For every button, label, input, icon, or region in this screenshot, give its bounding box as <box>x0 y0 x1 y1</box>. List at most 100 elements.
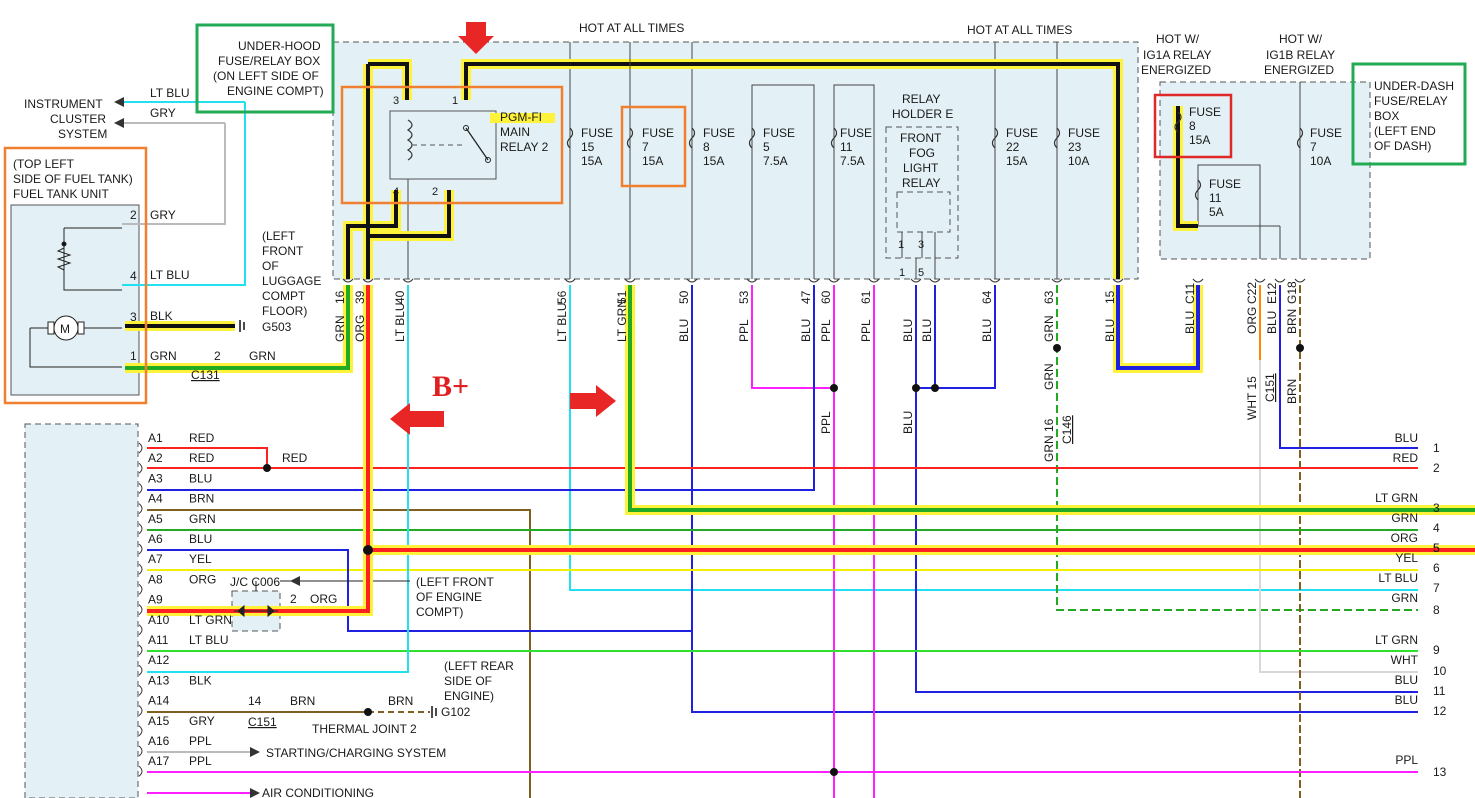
air-conditioning-label: AIR CONDITIONING <box>262 786 374 798</box>
svg-text:4: 4 <box>130 269 137 283</box>
fuse-11-name: FUSE <box>840 126 872 140</box>
fuse-7-amp: 10A <box>1310 154 1331 168</box>
connector-terminal <box>1274 278 1286 283</box>
right-output-number: 8 <box>1433 603 1440 617</box>
left-pin-A12: A12 <box>148 653 170 667</box>
right-output-number: 2 <box>1433 461 1440 475</box>
jc-c006-internal <box>234 581 278 618</box>
fuse-11-number: 11 <box>1209 191 1222 205</box>
left-pin-wire: BLK <box>189 673 212 687</box>
svg-text:3: 3 <box>918 239 924 251</box>
wire-label: GRN <box>1042 363 1056 390</box>
fuse-22-amp: 15A <box>1006 154 1027 168</box>
connector-terminal <box>1112 278 1124 283</box>
left-pin-A15: A15 <box>148 714 170 728</box>
left-pin-A6: A6 <box>148 532 163 546</box>
svg-text:2: 2 <box>130 208 137 222</box>
right-wire-label: LT GRN <box>1375 633 1418 647</box>
connector-pin-E12: E12 <box>1265 282 1279 304</box>
svg-text:GRY: GRY <box>150 208 176 222</box>
left-pin-A3: A3 <box>148 471 163 485</box>
fuse8-frame <box>1153 93 1233 159</box>
connector-pin-G18: G18 <box>1285 281 1299 304</box>
connector-terminal <box>686 278 698 283</box>
svg-text:(LEFT END: (LEFT END <box>1374 124 1436 138</box>
left-pin-wire: YEL <box>189 552 212 566</box>
svg-text:SIDE OF FUEL TANK): SIDE OF FUEL TANK) <box>13 172 133 186</box>
connector-terminal <box>342 278 354 283</box>
connector-terminal <box>138 624 143 636</box>
right-output-number: 5 <box>1433 541 1440 555</box>
connector-terminal <box>402 278 414 283</box>
connector-pin-C11: C11 <box>1183 283 1197 304</box>
connector-terminal <box>138 563 143 575</box>
ig1b-label: HOT W/ <box>1279 32 1323 46</box>
fuse-11-name: FUSE <box>1209 177 1241 191</box>
svg-text:LUGGAGE: LUGGAGE <box>262 274 321 288</box>
svg-text:ORG: ORG <box>310 592 337 606</box>
right-output-number: 10 <box>1433 664 1447 678</box>
left-pin-wire: PPL <box>189 754 212 768</box>
connector-terminal <box>138 483 143 494</box>
svg-text:BRN: BRN <box>388 694 413 708</box>
svg-text:RELAY: RELAY <box>902 176 940 190</box>
wire-label: BLU <box>901 411 915 434</box>
left-rear-engine-label: (LEFT REAR <box>444 659 514 673</box>
fuse-5-amp: 7.5A <box>763 154 788 168</box>
right-output-number: 7 <box>1433 581 1440 595</box>
right-output-number: 4 <box>1433 521 1440 535</box>
wire-label: BRN <box>1285 379 1299 404</box>
svg-text:MAIN: MAIN <box>500 125 530 139</box>
svg-text:IG1A RELAY: IG1A RELAY <box>1143 48 1211 62</box>
right-output-number: 3 <box>1433 501 1440 515</box>
svg-text:(ON LEFT SIDE OF: (ON LEFT SIDE OF <box>213 69 319 83</box>
connector-terminal <box>138 584 143 595</box>
right-wire-label: PPL <box>1395 753 1418 767</box>
svg-text:3: 3 <box>130 310 137 324</box>
svg-text:14: 14 <box>248 694 262 708</box>
left-pin-wire: GRY <box>189 714 215 728</box>
fuse-symbols <box>566 111 1304 201</box>
fuse-22-name: FUSE <box>1006 126 1038 140</box>
right-wire-label: BLU <box>1395 431 1418 445</box>
motor-m-icon: M <box>60 322 70 336</box>
svg-text:FUSE/RELAY: FUSE/RELAY <box>1374 94 1448 108</box>
connector-terminal <box>138 604 143 615</box>
c151-vertical-label: C151 <box>1263 373 1277 402</box>
connector-terminal <box>138 765 143 777</box>
svg-text:2: 2 <box>214 349 221 363</box>
wire-label: BLU <box>1265 311 1279 334</box>
wire-label: LT BLU <box>393 302 407 342</box>
svg-text:CLUSTER: CLUSTER <box>50 112 106 126</box>
connector-terminal <box>138 685 143 696</box>
left-pin-wire: PPL <box>189 734 212 748</box>
wire-label: ORG <box>353 315 367 342</box>
left-pin-wire: GRN <box>189 512 216 526</box>
svg-text:FUEL TANK UNIT: FUEL TANK UNIT <box>13 187 109 201</box>
fuse-8-amp: 15A <box>703 154 724 168</box>
svg-text:OF DASH): OF DASH) <box>1374 139 1431 153</box>
wire-label: PPL <box>819 319 833 342</box>
connector-terminal <box>808 278 820 283</box>
right-wire-label: LT GRN <box>1375 491 1418 505</box>
svg-text:BLK: BLK <box>150 309 173 323</box>
left-front-engine-label: (LEFT FRONT <box>416 575 494 589</box>
hot-label-2: HOT AT ALL TIMES <box>967 23 1072 37</box>
svg-text:OF: OF <box>262 259 279 273</box>
connector-pin-63: 63 <box>1042 290 1056 304</box>
left-pin-A16: A16 <box>148 734 170 748</box>
fuse-labels: FUSE1515AFUSE715AFUSE815AFUSE57.5AFUSE11… <box>581 105 1342 219</box>
junction-dots <box>263 344 1304 776</box>
right-wire-label: WHT <box>1391 653 1419 667</box>
left-pin-wire: BRN <box>189 492 214 506</box>
connector-pin-39: 39 <box>353 290 367 304</box>
wire-label: GRN 16 <box>1042 418 1056 462</box>
connector-terminal <box>989 278 1001 283</box>
wire-label: WHT 15 <box>1245 376 1259 420</box>
right-arrow-icon <box>570 385 616 417</box>
fog-relay-label: FRONT <box>900 131 942 145</box>
fuse-7-name: FUSE <box>1310 126 1342 140</box>
svg-text:IG1B RELAY: IG1B RELAY <box>1266 48 1335 62</box>
